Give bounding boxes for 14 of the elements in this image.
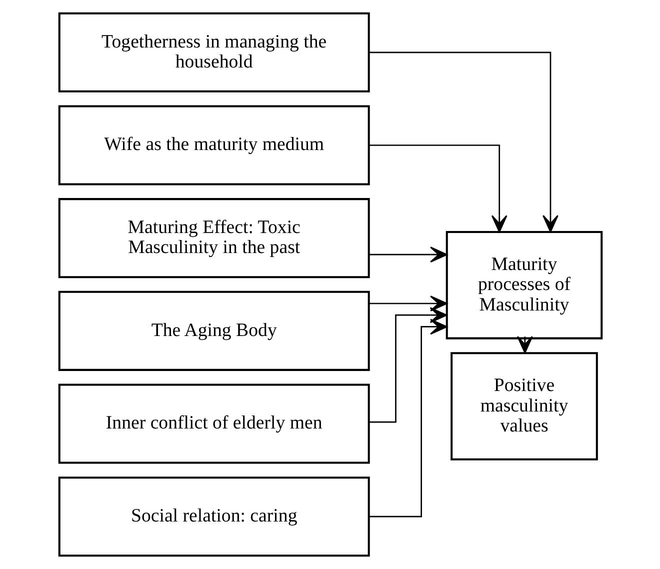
node-box: Inner conflict of elderly men	[58, 384, 370, 464]
arrow	[368, 246, 447, 262]
arrow	[368, 318, 447, 518]
node-box: Positive masculinity values	[450, 352, 598, 460]
arrow	[368, 144, 507, 233]
node-box: Wife as the maturity medium	[58, 105, 370, 186]
node-box: Social relation: caring	[58, 476, 370, 557]
node-box: Maturing Effect: Toxic Masculinity in the past	[58, 198, 370, 278]
arrow	[516, 336, 532, 354]
arrow	[368, 296, 447, 312]
arrow	[368, 52, 558, 232]
arrow	[368, 307, 447, 423]
node-box: Togetherness in managing the household	[58, 12, 370, 92]
node-box: The Aging Body	[58, 290, 370, 371]
